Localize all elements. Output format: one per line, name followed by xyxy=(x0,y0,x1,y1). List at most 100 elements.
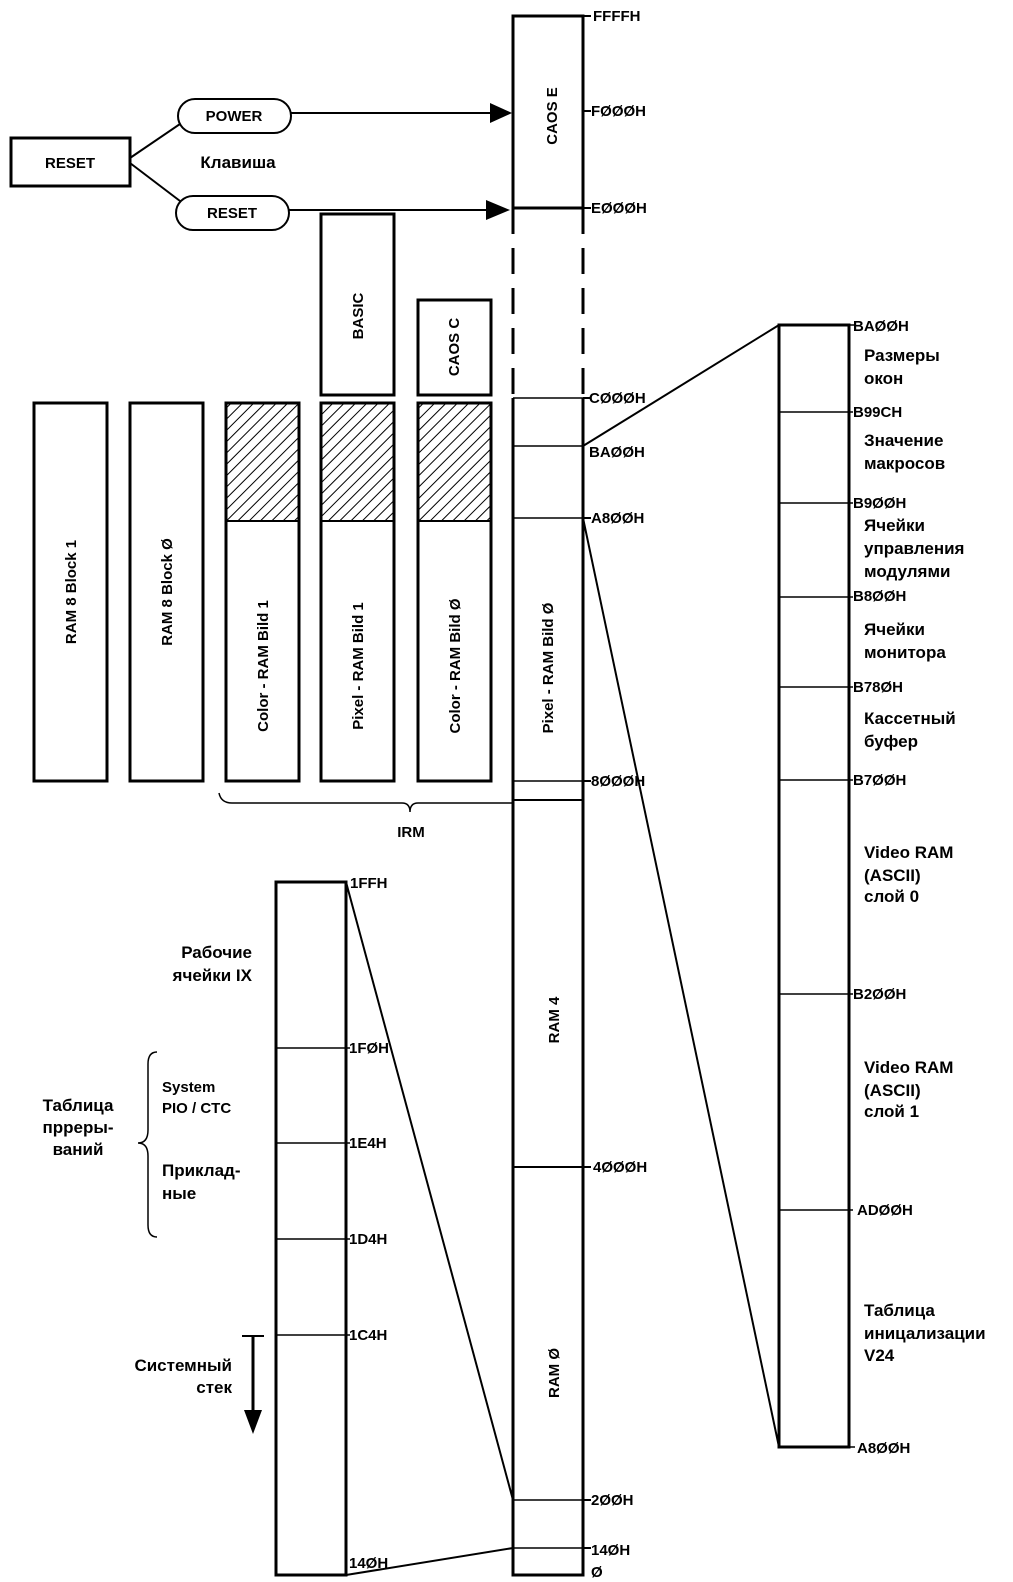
addr-e000: EØØØH xyxy=(591,200,647,217)
moduli-line3: модулями xyxy=(864,562,951,581)
laddr-1c4: 1C4H xyxy=(349,1327,387,1344)
ram0-label: RAM Ø xyxy=(546,1348,563,1398)
razmery-line1: Размеры xyxy=(864,346,940,365)
video1-line3: слой 1 xyxy=(864,1102,919,1121)
kasseta-line1: Кассетный xyxy=(864,709,956,728)
raddr-b99c: B99CH xyxy=(853,404,902,421)
v24-line1: Таблица xyxy=(864,1301,935,1320)
v24-line2: иницализации xyxy=(864,1324,986,1343)
raddr-ad00: ADØØH xyxy=(857,1202,913,1219)
tablica-line2: прреры- xyxy=(42,1118,113,1137)
ram8-block1 xyxy=(32,401,109,783)
addr-ffff: FFFFH xyxy=(593,8,640,25)
raddr-b700: B7ØØH xyxy=(853,772,906,789)
video1-line2: (ASCII) xyxy=(864,1081,921,1100)
right-region-labels: Размеры окон Значение макросов Ячейки уп… xyxy=(864,346,986,1365)
raddr-b780: B78ØH xyxy=(853,679,903,696)
reset-arrowhead xyxy=(486,200,510,220)
addr-ba00: BAØØH xyxy=(589,444,645,461)
laddr-140: 14ØH xyxy=(349,1555,388,1572)
tablica-line1: Таблица xyxy=(43,1096,114,1115)
laddr-1ff: 1FFH xyxy=(350,875,388,892)
razmery-line2: окон xyxy=(864,369,903,388)
raddr-ba00: BAØØH xyxy=(853,318,909,335)
caos-c-label: CAOS C xyxy=(446,318,463,377)
right-detail-column xyxy=(777,323,851,1449)
system-line2: PIO / CTC xyxy=(162,1100,231,1117)
left-detail-column xyxy=(274,880,348,1577)
monitor-line1: Ячейки xyxy=(864,620,925,639)
raddr-b200: B2ØØH xyxy=(853,986,906,1003)
addr-8000: 8ØØØH xyxy=(591,773,645,790)
ram8-block0-label: RAM 8 Block Ø xyxy=(159,538,176,646)
basic-label: BASIC xyxy=(350,292,367,339)
pixel-bild1-label: Pixel - RAM Bild 1 xyxy=(350,602,367,730)
kasseta-line2: буфер xyxy=(864,732,918,751)
caos-e-label: CAOS E xyxy=(544,87,561,145)
laddr-1f0: 1FØH xyxy=(349,1040,389,1057)
caos-c-block xyxy=(416,298,493,397)
right-dividers xyxy=(779,324,855,1448)
pixel-bild0-label: Pixel - RAM Bild Ø xyxy=(540,602,557,733)
zoom-line-left-top xyxy=(345,881,514,1501)
zoom-line-right-top xyxy=(582,324,780,447)
power-pill xyxy=(177,98,292,134)
prikladnye-line2: ные xyxy=(162,1184,196,1203)
left-dividers xyxy=(276,1047,350,1336)
addr-f000: FØØØH xyxy=(591,103,646,120)
power-pill-label: POWER xyxy=(206,108,263,125)
reset-pill xyxy=(175,195,290,231)
interrupt-table-brace xyxy=(137,1051,158,1238)
makros-line1: Значение xyxy=(864,431,943,450)
system-line1: System xyxy=(162,1079,215,1096)
addr-140: 14ØH xyxy=(591,1542,630,1559)
raddr-b800: B8ØØH xyxy=(853,588,906,605)
laddr-1d4: 1D4H xyxy=(349,1231,387,1248)
video1-line1: Video RAM xyxy=(864,1058,953,1077)
branch-line-power xyxy=(129,123,181,159)
addr-4000: 4ØØØH xyxy=(593,1159,647,1176)
reset-box-label: RESET xyxy=(45,155,95,172)
main-ticks xyxy=(583,15,591,1549)
irm-brace xyxy=(218,792,513,813)
reset-key-box xyxy=(9,136,132,188)
hatch-color-bild1 xyxy=(227,404,298,521)
ix-line2: ячейки IX xyxy=(172,966,253,985)
caos-e-block xyxy=(511,14,585,210)
prikladnye-line1: Приклад- xyxy=(162,1161,240,1180)
raddr-b900: B9ØØH xyxy=(853,495,906,512)
zoom-line-left-bottom xyxy=(345,1547,514,1576)
video0-line3: слой 0 xyxy=(864,887,919,906)
ram8-block1-label: RAM 8 Block 1 xyxy=(63,540,80,644)
raddr-a800: A8ØØH xyxy=(857,1440,910,1457)
klavisha-label: Клавиша xyxy=(200,153,276,172)
v24-line3: V24 xyxy=(864,1346,895,1365)
stack-arrowhead xyxy=(244,1410,262,1434)
stek-line2: стек xyxy=(196,1378,232,1397)
laddr-1e4: 1E4H xyxy=(349,1135,387,1152)
branch-line-reset xyxy=(129,162,181,202)
moduli-line2: управления xyxy=(864,539,964,558)
ram8-block0 xyxy=(128,401,205,783)
addr-c000: CØØØH xyxy=(589,390,646,407)
addr-200: 2ØØH xyxy=(591,1492,634,1509)
color-bild0-label: Color - RAM Bild Ø xyxy=(447,598,464,733)
reset-pill-label: RESET xyxy=(207,205,257,222)
addr-a800: A8ØØH xyxy=(591,510,644,527)
basic-block xyxy=(319,212,396,397)
irm-label: IRM xyxy=(397,824,425,841)
makros-line2: макросов xyxy=(864,454,945,473)
power-arrowhead xyxy=(490,103,512,123)
color-bild1-label: Color - RAM Bild 1 xyxy=(255,600,272,732)
ix-line1: Рабочие xyxy=(181,943,252,962)
video0-line2: (ASCII) xyxy=(864,866,921,885)
ram4-label: RAM 4 xyxy=(546,996,563,1043)
moduli-line1: Ячейки xyxy=(864,516,925,535)
video0-line1: Video RAM xyxy=(864,843,953,862)
hatch-pixel-bild1 xyxy=(322,404,393,521)
monitor-line2: монитора xyxy=(864,643,946,662)
addr-0: Ø xyxy=(591,1564,603,1581)
stek-line1: Системный xyxy=(134,1356,232,1375)
